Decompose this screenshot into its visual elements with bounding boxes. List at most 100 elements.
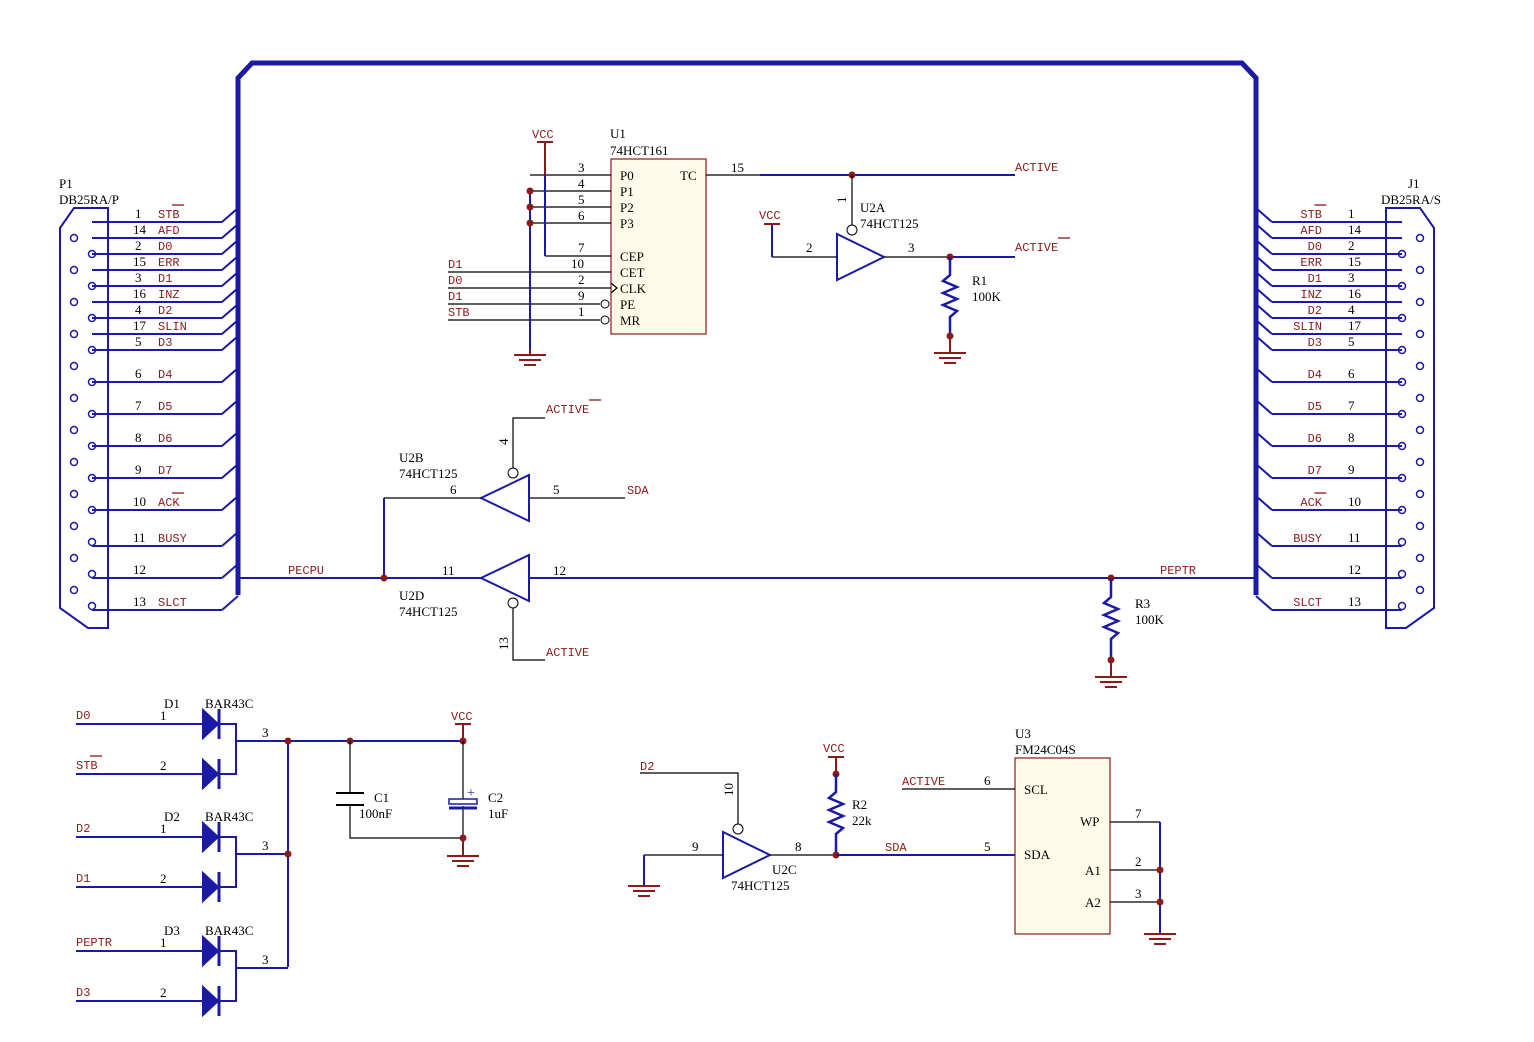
u1-pin-mr: MR: [620, 313, 641, 328]
u1-pinno-9: 9: [578, 288, 585, 303]
u2c-pinno-8: 8: [795, 839, 802, 854]
u1-pinno-6: 6: [578, 208, 585, 223]
diode-pinno: 2: [160, 871, 167, 886]
u2a-pinno-1: 1: [834, 197, 849, 204]
j1-pin-number: 17: [1348, 318, 1362, 333]
u2c-triangle: [722, 830, 773, 880]
u3-pinno-6: 6: [984, 773, 991, 788]
c1-plates: [336, 792, 364, 806]
u3-part: FM24C04S: [1015, 742, 1076, 757]
c1-leads: [349, 741, 463, 839]
p1-body: [59, 207, 109, 629]
j1-net-label: D2: [1308, 304, 1322, 318]
bus-entry: [221, 255, 239, 271]
u1-body: [610, 158, 707, 335]
pin-hole: [1415, 265, 1425, 275]
j1-body: [1385, 207, 1435, 629]
j1-net-label: SLIN: [1293, 320, 1322, 334]
net-label-d2-u2c: D2: [640, 760, 654, 774]
diode-input-label: STB: [76, 759, 98, 773]
u2d-triangle: [478, 553, 530, 603]
pin-hole: [1415, 585, 1425, 595]
pin-hole: [1415, 361, 1425, 371]
u2c-ref: U2C: [772, 862, 797, 877]
bus-entry: [1255, 223, 1273, 239]
diode-pinno: 3: [262, 952, 269, 967]
bus-entry: [221, 563, 239, 579]
pin-hole: [1415, 297, 1425, 307]
u2b-ref: U2B: [399, 450, 424, 465]
diode-part: BAR43C: [205, 696, 253, 711]
bus-entry: [1255, 335, 1273, 351]
u3-pinno-7: 7: [1135, 806, 1142, 821]
vcc-symbol-caps: [455, 723, 471, 741]
u2a-pinno-2: 2: [806, 240, 813, 255]
p1-pin-number: 5: [135, 334, 142, 349]
diode-ref: D2: [164, 809, 180, 824]
p1-ref: P1: [59, 176, 73, 191]
r2-body: [825, 774, 847, 855]
u2a-part: 74HCT125: [860, 216, 919, 231]
j1-pin-number: 9: [1348, 462, 1355, 477]
u2b-triangle: [478, 473, 530, 523]
pin-hole: [69, 297, 79, 307]
p1-part: DB25RA/P: [59, 192, 119, 207]
p1-net-label: SLIN: [158, 320, 187, 334]
pin-hole: [69, 329, 79, 339]
diode-common-wire: [219, 836, 288, 888]
c2-polarity-mark: +: [467, 786, 475, 801]
p1-pin-number: 12: [133, 562, 146, 577]
u2d-pinno-11: 11: [442, 563, 455, 578]
u2b-enable-bubble: [507, 467, 519, 479]
diode-ref: D1: [164, 696, 180, 711]
bus-entry: [1255, 595, 1273, 611]
u1-pinno-10: 10: [571, 256, 584, 271]
u1-pin-p1: P1: [620, 184, 634, 199]
u3-pin-scl: SCL: [1024, 782, 1048, 797]
u1-pin-cet: CET: [620, 265, 645, 280]
p1-pin-number: 14: [133, 222, 147, 237]
p1-net-label: ACK: [158, 496, 180, 510]
diode-input-label: D1: [76, 872, 90, 886]
p1-pin-number: 16: [133, 286, 147, 301]
j1-net-label: D7: [1308, 464, 1322, 478]
vcc-label-r2: VCC: [823, 742, 845, 756]
diode-pinno: 1: [160, 708, 167, 723]
j1-net-label: ERR: [1300, 256, 1322, 270]
j1-pin-number: 10: [1348, 494, 1361, 509]
vcc-label-u2a: VCC: [759, 209, 781, 223]
u1-pinno-1: 1: [578, 304, 585, 319]
pin-hole: [1415, 233, 1425, 243]
u1-pinno-15: 15: [731, 160, 744, 175]
bus-entry: [221, 271, 239, 287]
vcc-symbol-u1: [537, 141, 553, 175]
p1-pin-number: 15: [133, 254, 146, 269]
diode-pinno: 1: [160, 821, 167, 836]
u2b-enable-pin: [512, 417, 545, 468]
p1-pin-number: 1: [135, 206, 142, 221]
pin-hole: [1415, 393, 1425, 403]
u2d-pinno-13: 13: [496, 637, 511, 650]
r3-resistor: R3 100K: [1095, 574, 1165, 688]
net-label-peptr: PEPTR: [1160, 564, 1196, 578]
net-label-stb-mr: STB: [448, 306, 470, 320]
junction: [526, 219, 534, 227]
u2b-pinno-6: 6: [450, 482, 457, 497]
net-label-d1-pe: D1: [448, 290, 462, 304]
bus-entry: [1255, 431, 1273, 447]
bus-entry: [1255, 303, 1273, 319]
ground-symbol-r1: [934, 336, 966, 364]
p1-net-label: STB: [158, 208, 180, 222]
p1-pin-number: 3: [135, 270, 142, 285]
bus-entry: [221, 399, 239, 415]
pin-hole: [1397, 601, 1407, 611]
u1-pin-p2: P2: [620, 200, 634, 215]
diode-pinno: 3: [262, 725, 269, 740]
pin-hole: [69, 393, 79, 403]
p1-net-label: D4: [158, 368, 172, 382]
bus-entry: [221, 207, 239, 223]
u2a-ref: U2A: [860, 200, 886, 215]
j1-pin-number: 16: [1348, 286, 1362, 301]
net-label-active: ACTIVE: [1015, 161, 1058, 175]
